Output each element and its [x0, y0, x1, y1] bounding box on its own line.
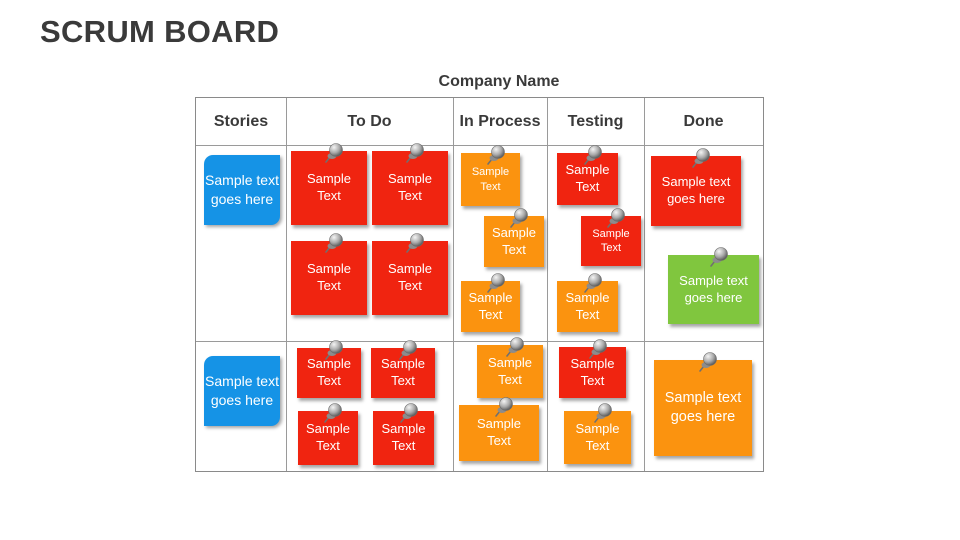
task-note[interactable]: Sample Text — [557, 273, 618, 332]
task-note[interactable]: Sample Text — [477, 337, 543, 398]
task-note[interactable]: Sample Text — [459, 397, 539, 461]
column-divider — [453, 98, 454, 471]
task-note[interactable]: Sample Text — [564, 403, 631, 464]
task-note[interactable]: Sample Text — [298, 403, 358, 465]
task-note[interactable]: Sample text goes here — [668, 247, 759, 324]
task-note[interactable]: Sample text goes here — [651, 148, 741, 226]
row-divider — [196, 341, 763, 342]
story-card[interactable]: Sample text goes here — [204, 356, 280, 426]
column-divider — [286, 98, 287, 471]
scrum-board: Stories To Do In Process Testing Done — [195, 97, 764, 472]
task-note[interactable]: Sample Text — [557, 145, 618, 205]
task-note[interactable]: Sample Text — [371, 340, 435, 398]
task-note[interactable]: Sample Text — [559, 339, 626, 398]
task-note[interactable]: Sample Text — [372, 143, 448, 225]
task-note[interactable]: Sample text goes here — [654, 352, 752, 456]
task-note[interactable]: Sample Text — [291, 233, 367, 315]
column-header-testing: Testing — [567, 113, 624, 130]
task-note[interactable]: Sample Text — [461, 145, 520, 206]
task-note[interactable]: Sample Text — [372, 233, 448, 315]
column-header-done: Done — [683, 113, 724, 130]
column-divider — [644, 98, 645, 471]
column-header-in-process: In Process — [459, 113, 541, 130]
company-name: Company Name — [438, 73, 560, 90]
page-title: SCRUM BOARD — [40, 14, 280, 49]
task-note[interactable]: Sample Text — [297, 340, 361, 398]
column-header-stories: Stories — [213, 113, 269, 130]
task-note[interactable]: Sample Text — [581, 208, 641, 266]
task-note[interactable]: Sample Text — [291, 143, 367, 225]
task-note[interactable]: Sample Text — [484, 208, 544, 267]
task-note[interactable]: Sample Text — [373, 403, 434, 465]
task-note[interactable]: Sample Text — [461, 273, 520, 332]
row-divider — [196, 145, 763, 146]
story-card[interactable]: Sample text goes here — [204, 155, 280, 225]
column-header-todo: To Do — [347, 113, 392, 130]
column-divider — [547, 98, 548, 471]
